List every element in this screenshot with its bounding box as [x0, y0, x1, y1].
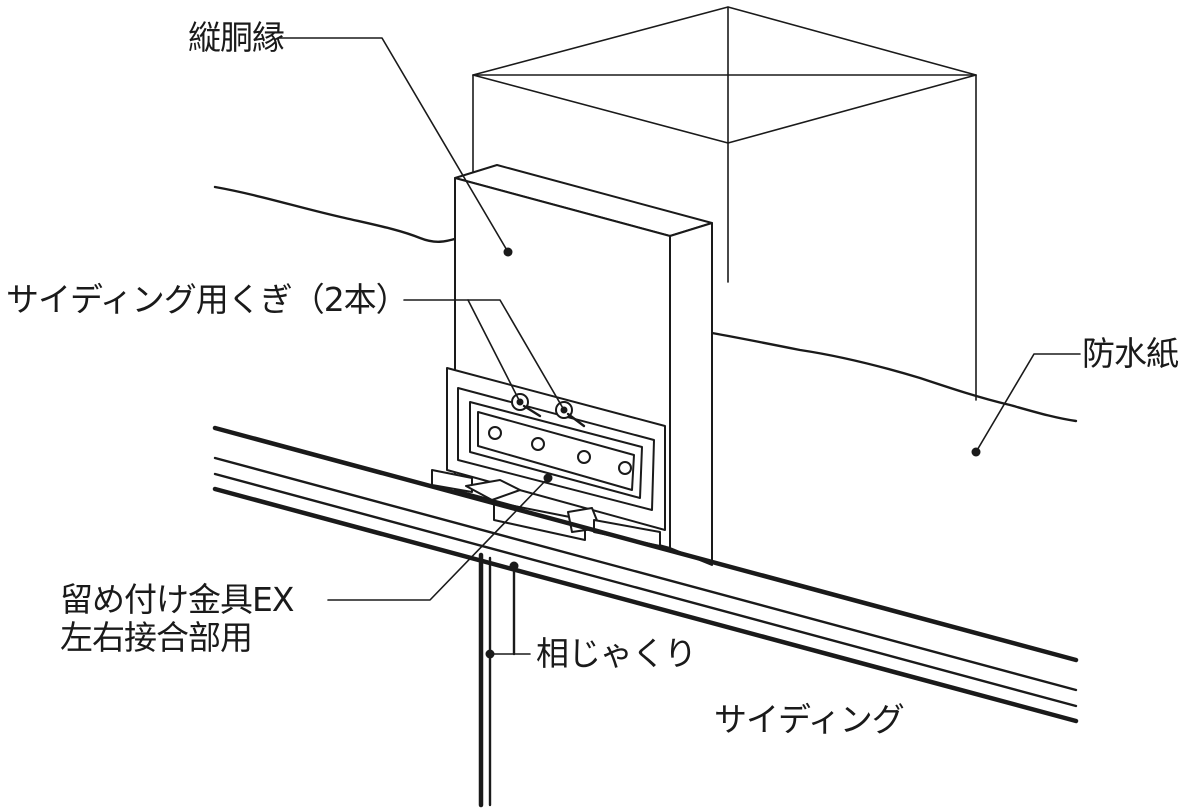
siding-line-2	[213, 456, 1078, 692]
leader-fastener	[327, 477, 549, 601]
leader-dot	[485, 649, 495, 659]
leader-dot	[560, 406, 568, 414]
leader-dot	[516, 398, 524, 406]
leader-dot	[509, 561, 519, 571]
bracket-hole-3	[577, 450, 591, 464]
leader-dot	[971, 447, 981, 457]
leader-nails-right	[403, 299, 565, 411]
leader-waterproof-paper	[975, 353, 1081, 453]
label-fastener-line1: 留め付け金具EX	[60, 580, 294, 619]
siding-line-3	[213, 472, 1078, 708]
bracket-slot	[477, 411, 635, 491]
leader-lines	[277, 37, 1081, 659]
siding-line-4	[212, 486, 1079, 724]
bracket-hole-2	[531, 437, 545, 451]
bracket-hole-1	[488, 426, 502, 440]
bracket-tab-left	[431, 469, 473, 493]
leader-vertical-trim	[277, 37, 509, 253]
leader-dot	[503, 247, 513, 257]
post	[472, 6, 977, 401]
bracket-hole-4	[618, 461, 632, 475]
siding-board	[212, 425, 1079, 808]
vertical-trim-side	[669, 222, 713, 566]
leader-dot	[543, 473, 553, 483]
label-fastener-line2: 左右接合部用	[60, 618, 253, 657]
label-siding-nails: サイディング用くぎ（2本）	[6, 280, 409, 319]
leader-nails-left	[467, 299, 521, 403]
label-shiplap: 相じゃくり	[536, 634, 697, 673]
bracket-clip-left	[465, 479, 521, 501]
label-vertical-trim: 縦胴縁	[188, 18, 285, 57]
label-waterproof-paper: 防水紙	[1082, 334, 1179, 373]
fastener-bracket	[431, 367, 666, 547]
waterproof-paper-line-left	[213, 185, 460, 243]
waterproof-paper-line-right	[710, 331, 1078, 423]
label-siding: サイディング	[714, 700, 905, 739]
siding-top-edge	[212, 425, 1079, 663]
